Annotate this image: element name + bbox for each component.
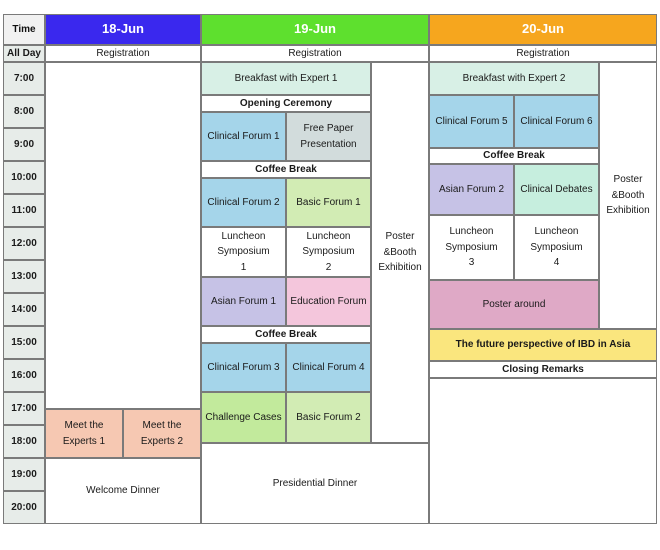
day-header-19-jun: 19-Jun	[201, 14, 429, 45]
time-label-0900: 9:00	[3, 128, 45, 161]
day3-luncheon-4: Luncheon Symposium 4	[514, 215, 599, 280]
time-label-1200: 12:00	[3, 227, 45, 260]
day3-breakfast: Breakfast with Expert 2	[429, 62, 599, 95]
day2-basic-forum-2: Basic Forum 2	[286, 392, 371, 443]
day2-clinical-forum-3: Clinical Forum 3	[201, 343, 286, 392]
day2-luncheon-1: Luncheon Symposium 1	[201, 227, 286, 277]
day2-poster-exhibition: Poster &Booth Exhibition	[371, 62, 429, 443]
day2-clinical-forum-1: Clinical Forum 1	[201, 112, 286, 161]
day3-coffee-break: Coffee Break	[429, 148, 599, 164]
day2-coffee-break-1: Coffee Break	[201, 161, 371, 178]
day2-education-forum: Education Forum	[286, 277, 371, 326]
day3-registration: Registration	[429, 45, 657, 62]
day3-poster-exhibition: Poster &Booth Exhibition	[599, 62, 657, 329]
time-label-all-day: All Day	[3, 45, 45, 62]
schedule-grid: Time 18-Jun 19-Jun 20-Jun All Day 7:00 8…	[3, 14, 657, 524]
day3-empty-block	[429, 378, 657, 524]
day2-clinical-forum-2: Clinical Forum 2	[201, 178, 286, 227]
time-label-1700: 17:00	[3, 392, 45, 425]
day2-breakfast: Breakfast with Expert 1	[201, 62, 371, 95]
day-header-20-jun: 20-Jun	[429, 14, 657, 45]
day2-basic-forum-1: Basic Forum 1	[286, 178, 371, 227]
day3-luncheon-3: Luncheon Symposium 3	[429, 215, 514, 280]
time-label-1100: 11:00	[3, 194, 45, 227]
day3-clinical-forum-6: Clinical Forum 6	[514, 95, 599, 148]
day2-registration: Registration	[201, 45, 429, 62]
time-label-0700: 7:00	[3, 62, 45, 95]
day2-opening: Opening Ceremony	[201, 95, 371, 112]
day1-meet-experts-1: Meet the Experts 1	[45, 409, 123, 458]
day2-free-paper: Free Paper Presentation	[286, 112, 371, 161]
day2-luncheon-2: Luncheon Symposium 2	[286, 227, 371, 277]
day3-closing-remarks: Closing Remarks	[429, 361, 657, 378]
day1-meet-experts-2: Meet the Experts 2	[123, 409, 201, 458]
day2-presidential-dinner: Presidential Dinner	[201, 443, 429, 524]
day2-challenge-cases: Challenge Cases	[201, 392, 286, 443]
time-label-1000: 10:00	[3, 161, 45, 194]
day1-registration: Registration	[45, 45, 201, 62]
time-label-1800: 18:00	[3, 425, 45, 458]
time-header: Time	[3, 14, 45, 45]
time-label-1400: 14:00	[3, 293, 45, 326]
time-label-1900: 19:00	[3, 458, 45, 491]
day3-asian-forum-2: Asian Forum 2	[429, 164, 514, 215]
time-label-1600: 16:00	[3, 359, 45, 392]
day3-future-perspective: The future perspective of IBD in Asia	[429, 329, 657, 361]
time-label-0800: 8:00	[3, 95, 45, 128]
day3-clinical-debates: Clinical Debates	[514, 164, 599, 215]
day2-asian-forum-1: Asian Forum 1	[201, 277, 286, 326]
time-label-1500: 15:00	[3, 326, 45, 359]
day1-empty-block	[45, 62, 201, 409]
day2-coffee-break-2: Coffee Break	[201, 326, 371, 343]
day-header-18-jun: 18-Jun	[45, 14, 201, 45]
day2-clinical-forum-4: Clinical Forum 4	[286, 343, 371, 392]
day1-welcome-dinner: Welcome Dinner	[45, 458, 201, 524]
day3-poster-around: Poster around	[429, 280, 599, 329]
time-label-2000: 20:00	[3, 491, 45, 524]
day3-clinical-forum-5: Clinical Forum 5	[429, 95, 514, 148]
time-label-1300: 13:00	[3, 260, 45, 293]
